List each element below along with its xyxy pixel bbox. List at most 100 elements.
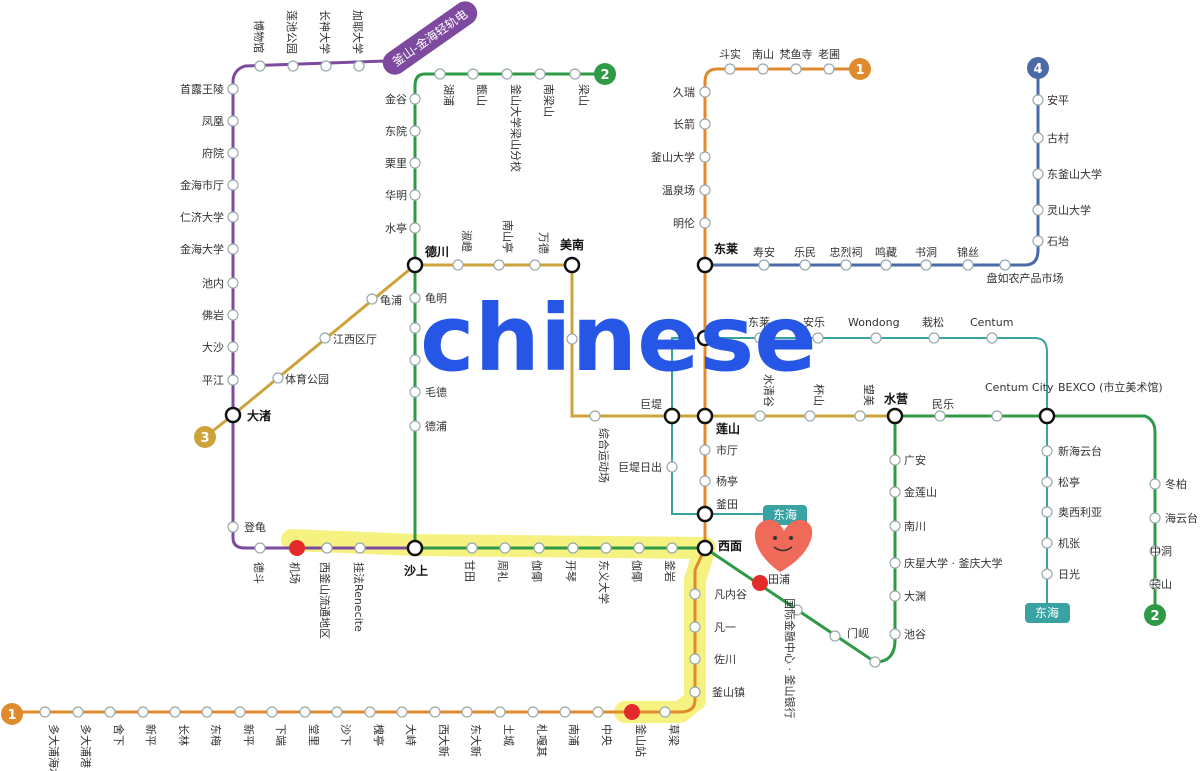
svg-text:灵山大学: 灵山大学	[1047, 203, 1091, 217]
svg-text:2: 2	[600, 68, 609, 83]
svg-text:佛岩: 佛岩	[202, 308, 224, 322]
line-2-badge: 2	[594, 63, 616, 85]
svg-text:东院: 东院	[385, 124, 407, 138]
svg-text:东海: 东海	[773, 507, 797, 522]
svg-text:龟明: 龟明	[425, 292, 447, 305]
svg-text:安乐: 安乐	[803, 315, 825, 329]
svg-text:东釜山大学: 东釜山大学	[1047, 167, 1102, 181]
svg-text:新平: 新平	[242, 724, 256, 746]
heart-sticker-icon	[754, 519, 813, 572]
svg-text:釜山镇: 釜山镇	[712, 685, 745, 699]
svg-text:3: 3	[200, 431, 209, 446]
svg-text:市厅: 市厅	[716, 443, 738, 457]
svg-text:多大浦海水浴场: 多大浦海水浴场	[47, 724, 61, 771]
line-3-badge: 3	[194, 426, 216, 448]
svg-text:水亭: 水亭	[385, 221, 407, 235]
svg-text:寿安: 寿安	[753, 245, 775, 259]
svg-text:万德: 万德	[537, 232, 551, 254]
svg-text:石坮: 石坮	[1047, 235, 1069, 248]
svg-text:西大新: 西大新	[437, 724, 451, 757]
svg-text:冬柏: 冬柏	[1165, 477, 1187, 491]
svg-text:综合运动场: 综合运动场	[597, 428, 611, 483]
svg-text:莲池公园: 莲池公园	[285, 10, 298, 54]
line-4-path	[705, 68, 1040, 267]
svg-text:釜山-金海轻轨电: 釜山-金海轻轨电	[389, 6, 470, 69]
svg-text:大渊: 大渊	[904, 589, 926, 603]
highlight-stations	[289, 540, 768, 720]
svg-text:金莲山: 金莲山	[904, 485, 937, 499]
svg-text:沙上: 沙上	[404, 563, 428, 578]
svg-text:庆星大学 · 釜庆大学: 庆星大学 · 釜庆大学	[904, 556, 1003, 570]
svg-text:东莱: 东莱	[714, 241, 738, 256]
svg-text:札嘎其: 札嘎其	[535, 724, 548, 757]
svg-text:2: 2	[1150, 609, 1159, 624]
svg-text:巨堤日出: 巨堤日出	[618, 460, 662, 474]
svg-text:釜山大学梁山分校: 釜山大学梁山分校	[509, 84, 523, 172]
svg-text:望美: 望美	[862, 384, 875, 406]
svg-text:佐川: 佐川	[714, 652, 736, 666]
svg-text:鸣藏: 鸣藏	[875, 245, 897, 259]
svg-text:机张: 机张	[1058, 536, 1080, 550]
svg-text:明伦: 明伦	[673, 216, 695, 230]
svg-text:加耶大学: 加耶大学	[351, 10, 365, 54]
svg-text:BEXCO (市立美术馆): BEXCO (市立美术馆)	[1058, 380, 1163, 394]
transfer-stations	[224, 256, 1056, 557]
svg-text:毛德: 毛德	[425, 385, 447, 399]
svg-text:釜岩: 釜岩	[663, 560, 677, 582]
svg-text:凡一: 凡一	[714, 621, 736, 634]
svg-text:甑山: 甑山	[475, 84, 489, 106]
svg-text:日光: 日光	[1058, 567, 1080, 581]
svg-text:槐亭: 槐亭	[372, 724, 386, 746]
svg-text:新海云台: 新海云台	[1058, 444, 1102, 458]
svg-text:中洞: 中洞	[1150, 545, 1172, 558]
svg-text:梁山: 梁山	[577, 84, 591, 106]
svg-text:忠烈祠: 忠烈祠	[830, 245, 863, 259]
svg-text:乐民: 乐民	[794, 246, 816, 259]
svg-text:釜山大学: 釜山大学	[651, 150, 695, 164]
svg-text:南梁山: 南梁山	[542, 84, 556, 117]
svg-text:梵鱼寺: 梵鱼寺	[780, 47, 813, 61]
svg-text:池谷: 池谷	[904, 628, 926, 641]
svg-text:池内: 池内	[202, 276, 224, 290]
svg-text:府院: 府院	[202, 146, 224, 160]
svg-text:门岘: 门岘	[847, 626, 869, 640]
svg-text:奥西利亚: 奥西利亚	[1058, 505, 1102, 519]
svg-text:登龟: 登龟	[244, 520, 266, 534]
svg-text:伽倻: 伽倻	[530, 560, 544, 582]
svg-text:金海市厅: 金海市厅	[180, 178, 224, 192]
svg-text:甘田: 甘田	[463, 560, 476, 582]
svg-text:下端: 下端	[274, 724, 287, 746]
svg-text:土城: 土城	[502, 724, 515, 746]
svg-text:东海: 东海	[1035, 605, 1059, 620]
svg-text:南山: 南山	[752, 48, 774, 61]
svg-text:釜山站: 釜山站	[634, 724, 648, 757]
svg-text:舍下: 舍下	[112, 724, 126, 746]
svg-text:水营: 水营	[884, 391, 908, 406]
svg-text:锦丝: 锦丝	[957, 245, 979, 259]
station-dots	[39, 60, 1161, 718]
svg-text:盘如农产品市场: 盘如农产品市场	[987, 271, 1064, 285]
svg-text:多大浦港: 多大浦港	[79, 724, 93, 768]
svg-text:栗里: 栗里	[385, 157, 407, 170]
station-labels: 斗实 南山 梵鱼寺 老圃 久瑞 长箭 釜山大学 温泉场 明伦 东莱 莲山 市厅 …	[47, 10, 1198, 771]
svg-text:长神大学: 长神大学	[318, 10, 332, 54]
svg-text:1: 1	[7, 708, 16, 723]
line-2-path	[413, 72, 1157, 664]
svg-text:江西区厅: 江西区厅	[333, 333, 377, 346]
line-1-badge-west: 1	[1, 703, 23, 725]
svg-text:凤凰: 凤凰	[202, 115, 224, 128]
svg-text:堂里: 堂里	[307, 724, 320, 746]
line-1-path	[12, 67, 860, 714]
svg-text:西釜山流通地区: 西釜山流通地区	[318, 562, 332, 639]
svg-text:釜田: 釜田	[716, 497, 738, 511]
svg-text:中央: 中央	[600, 724, 613, 746]
svg-text:莲山: 莲山	[716, 421, 740, 436]
svg-text:金海大学: 金海大学	[180, 242, 224, 256]
svg-text:杯山: 杯山	[812, 384, 826, 406]
svg-text:东大新: 东大新	[469, 724, 483, 757]
line-1-badge: 1	[849, 58, 871, 80]
svg-text:长箭: 长箭	[673, 117, 695, 131]
svg-text:大渚: 大渚	[247, 408, 271, 423]
svg-text:东义大学: 东义大学	[597, 560, 611, 604]
